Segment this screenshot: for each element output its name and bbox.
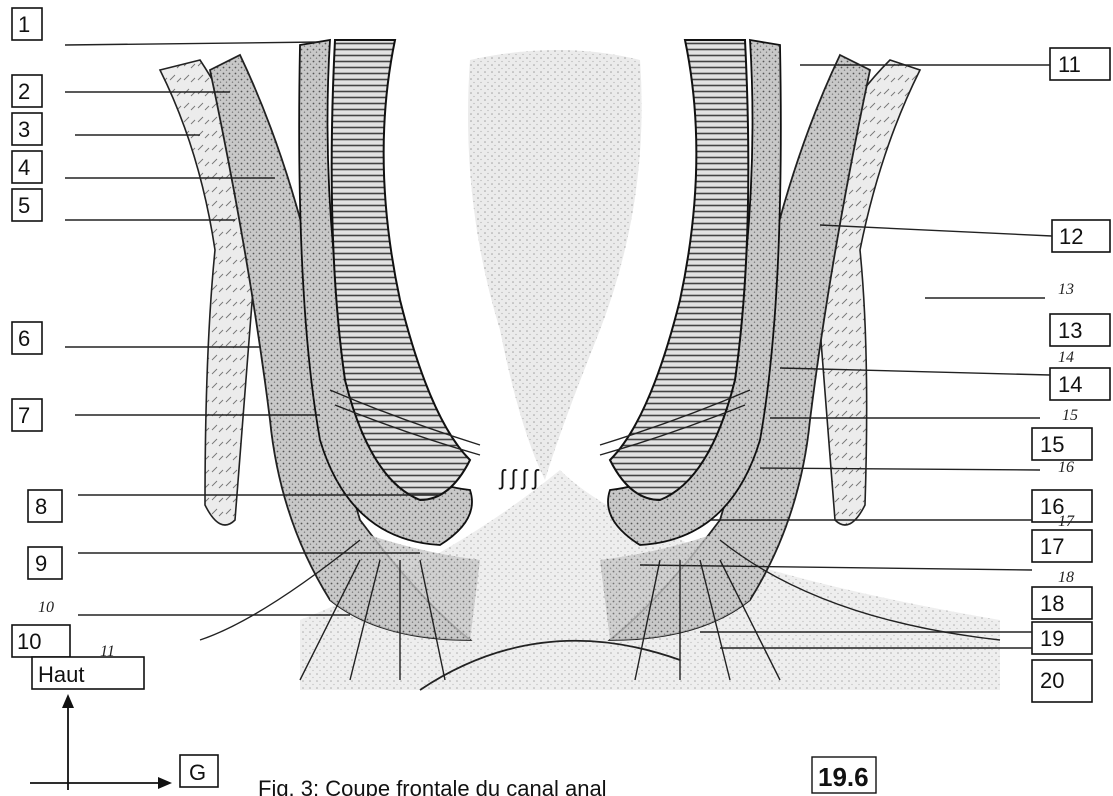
figure-caption: Fig. 3: Coupe frontale du canal anal <box>258 776 607 796</box>
label-19-text: 19 <box>1040 626 1064 651</box>
label-2-text: 2 <box>18 79 30 104</box>
label-12-text: 12 <box>1059 224 1083 249</box>
handwritten-note-10: 10 <box>38 599 54 616</box>
axis-label-haut: Haut <box>38 662 84 687</box>
anal-verge-marks: ʃ ʃ ʃ ʃ <box>498 465 540 490</box>
handwritten-note-17: 17 <box>1058 513 1075 530</box>
label-13-text: 13 <box>1058 318 1082 343</box>
right-arrow-icon <box>158 777 172 789</box>
label-5-text: 5 <box>18 193 30 218</box>
label-17-text: 17 <box>1040 534 1064 559</box>
up-arrow-icon <box>62 694 74 708</box>
label-15: 15 <box>770 418 1092 460</box>
label-20-text: 20 <box>1040 668 1064 693</box>
label-11-text: 11 <box>1058 52 1081 77</box>
handwritten-note-16: 16 <box>1058 459 1074 476</box>
axis-label-g: G <box>189 760 206 785</box>
label-7-text: 7 <box>18 403 30 428</box>
orientation-axes: Haut G <box>30 657 218 790</box>
label-5: 5 <box>12 189 235 221</box>
caption-tag-text: 19.6 <box>818 762 869 792</box>
label-1: 1 <box>12 8 320 45</box>
label-3: 3 <box>12 113 200 145</box>
intercanal-tissue <box>468 50 642 480</box>
label-9-text: 9 <box>35 551 47 576</box>
handwritten-note-14: 14 <box>1058 349 1074 366</box>
label-3-text: 3 <box>18 117 30 142</box>
label-8-text: 8 <box>35 494 47 519</box>
label-1-text: 1 <box>18 12 30 37</box>
left-canal-section <box>160 40 480 680</box>
label-6-text: 6 <box>18 326 30 351</box>
handwritten-note-13: 13 <box>1058 281 1074 298</box>
label-13: 13 <box>925 298 1110 346</box>
label-15-text: 15 <box>1040 432 1064 457</box>
handwritten-note-18: 18 <box>1058 569 1074 586</box>
label-10-text: 10 <box>17 629 41 654</box>
label-4-text: 4 <box>18 155 30 180</box>
label-18-text: 18 <box>1040 591 1064 616</box>
caption-tag: 19.6 <box>812 757 876 793</box>
label-10: 10 <box>12 615 350 657</box>
handwritten-note-15: 15 <box>1062 407 1078 424</box>
label-16: 16 <box>760 468 1092 522</box>
label-14-text: 14 <box>1058 372 1082 397</box>
